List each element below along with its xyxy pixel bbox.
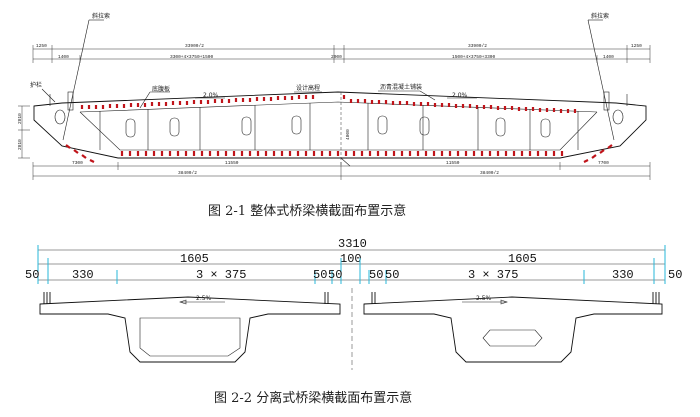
- dim-center: 2000: [331, 54, 342, 60]
- dim-left-lanes: 3 × 375: [196, 268, 246, 282]
- left-box-girder: [39, 296, 341, 363]
- dim-left-50a: 50: [313, 268, 327, 282]
- figure-2-1-caption: 图 2-1 整体式桥梁横截面布置示意: [208, 203, 406, 219]
- dim-bottom-seg2-left: 11550: [225, 160, 239, 166]
- stay-cable-label-left: 斜拉索: [92, 12, 110, 20]
- figure-2-1: 斜拉索 斜拉索 1250 33900/2 33900/2 1250 1400 3…: [17, 12, 651, 219]
- dim-lanes-left: 3300+4×3750+1500: [170, 54, 214, 60]
- dim-right-50a: 50: [369, 268, 383, 282]
- dim-right-330: 330: [612, 268, 634, 282]
- dim-left-edge: 50: [25, 268, 39, 282]
- dim-lanes-right: 1500+4×3750+3300: [452, 54, 496, 60]
- slope-right-label: 2.5%: [476, 295, 492, 302]
- diaphragms: [99, 103, 579, 150]
- dim-height-left-top: 2010: [17, 113, 23, 124]
- dim-bottom-seg2-right: 7700: [598, 160, 609, 166]
- figure-2-2-caption: 图 2-2 分离式桥梁横截面布置示意: [214, 390, 412, 406]
- dim-left-50b: 50: [328, 268, 342, 282]
- dim-bottom-seg1-right: 11550: [446, 160, 460, 166]
- top-rebar-right: [342, 95, 577, 113]
- dim-center-height: 4000: [345, 129, 351, 140]
- cyan-ticks: [37, 245, 666, 284]
- guardrails: [43, 292, 660, 304]
- box-girder-outline: [33, 91, 647, 159]
- bottom-rebar: [120, 151, 564, 156]
- crossfall-left-label: 2.0%: [203, 92, 219, 99]
- dim-right-lanes: 3 × 375: [468, 268, 518, 282]
- dim-right-50b: 50: [385, 268, 399, 282]
- top-rebar-left: [80, 95, 315, 109]
- dim-bottom-total-left: 38400/2: [178, 170, 197, 176]
- guardrail-label: 护栏: [30, 81, 42, 89]
- slope-left-label: 2.5%: [196, 295, 212, 302]
- stay-cable-line-left: [62, 19, 90, 141]
- dim-center-2: 100: [340, 252, 362, 266]
- dim-left-330: 330: [72, 268, 94, 282]
- dim-half-right: 33900/2: [468, 43, 487, 49]
- dim-total: 3310: [338, 237, 367, 251]
- figure-2-2: 3310 1605 100 1605 50 330 3 × 375 50 50 …: [25, 237, 682, 406]
- crossfall-right-label: 2.0%: [452, 92, 468, 99]
- dim-half-left: 33900/2: [185, 43, 204, 49]
- bottom-plate-label: 底腹板: [152, 85, 170, 93]
- stay-cable-label-right: 斜拉索: [591, 12, 609, 20]
- stay-cable-line-right: [587, 19, 615, 141]
- dim-edge-right: 1250: [631, 43, 642, 49]
- deck-pavement-label: 沥青混凝土铺装: [380, 83, 422, 91]
- dim-bottom-seg1-left: 7300: [72, 160, 83, 166]
- dim-edge-left: 1250: [36, 43, 47, 49]
- dim-right-edge: 50: [668, 268, 682, 282]
- dim-half-left-2: 1605: [180, 252, 209, 266]
- dim-half-right-2: 1605: [508, 252, 537, 266]
- right-box-girder: [363, 296, 663, 363]
- dim-anchor-right: 1400: [603, 54, 614, 60]
- dim-anchor-left: 1400: [58, 54, 69, 60]
- manholes: [54, 109, 624, 138]
- design-line-label: 设计高程: [296, 84, 320, 92]
- dim-height-left-bottom: 2010: [17, 139, 23, 150]
- dim-bottom-total-right: 38400/2: [480, 170, 499, 176]
